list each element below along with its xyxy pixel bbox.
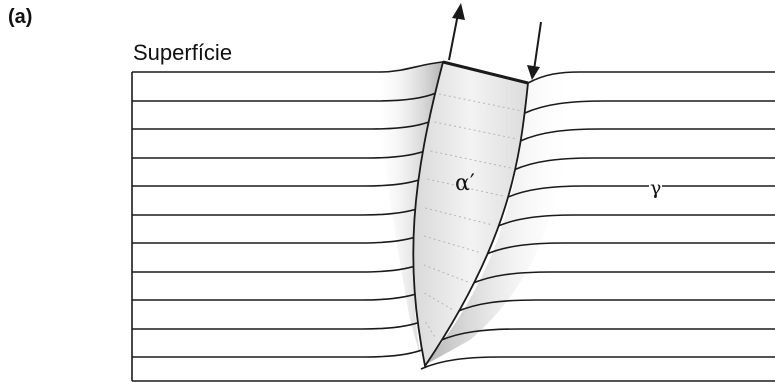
matrix-line-left xyxy=(132,264,421,272)
matrix-line-right xyxy=(439,329,775,341)
austenite-label: γ xyxy=(649,178,662,198)
matrix-line-left xyxy=(132,207,422,215)
surface-label: Superfície xyxy=(133,40,232,66)
matrix-line-left xyxy=(132,292,421,300)
matrix-line-right xyxy=(456,300,775,312)
panel-label: (a) xyxy=(8,6,32,29)
matrix-line-left xyxy=(132,349,424,357)
martensite-label: α′ xyxy=(455,171,475,196)
upward-arrow xyxy=(449,3,465,60)
downward-arrow xyxy=(527,22,541,80)
matrix-line-right xyxy=(421,357,775,369)
matrix-line-left xyxy=(132,235,421,243)
matrix-line-left xyxy=(132,321,423,329)
matrix-line-left xyxy=(132,178,424,186)
